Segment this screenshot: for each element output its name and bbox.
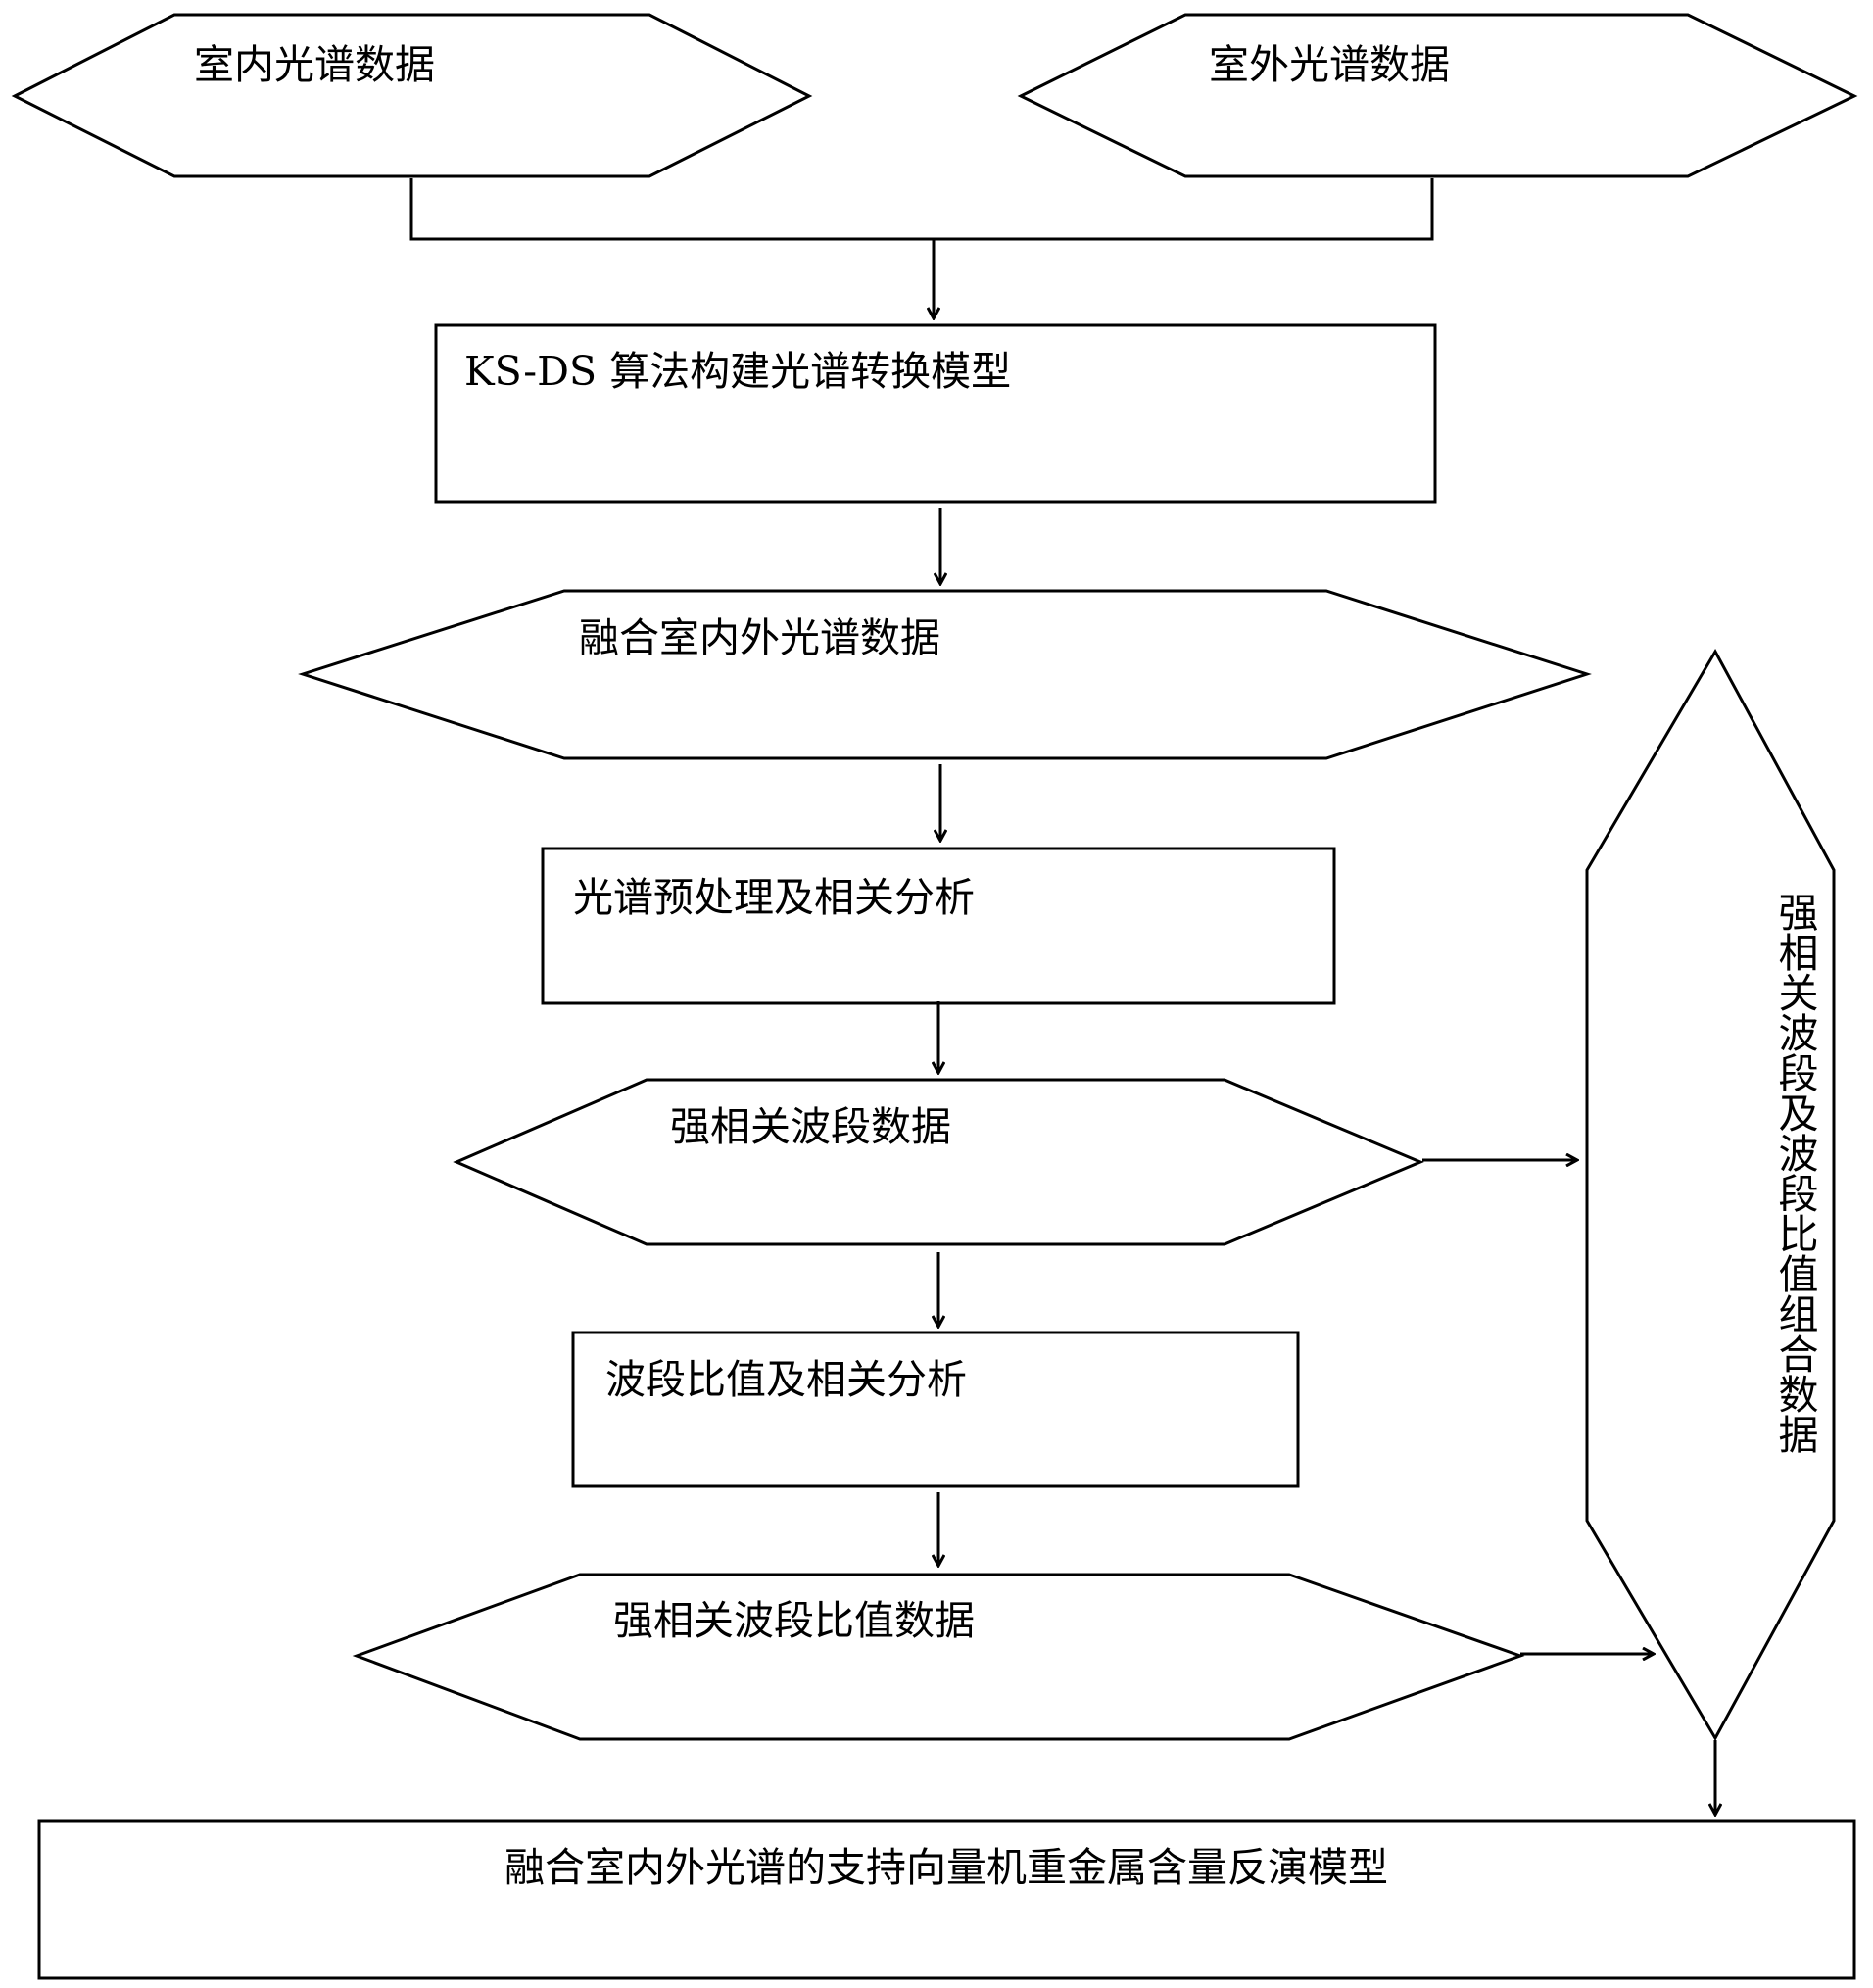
ksds-model-label: KS-DS 算法构建光谱转换模型 <box>464 348 1011 395</box>
strong-ratio-node: 强相关波段比值数据 <box>352 1573 1525 1741</box>
combined-data-node: 强相关波段及波段比值组合数据 <box>1585 648 1836 1742</box>
preprocess-label: 光谱预处理及相关分析 <box>573 874 975 921</box>
final-model-node: 融合室内外光谱的支持向量机重金属含量反演模型 <box>37 1819 1856 1980</box>
indoor-spectra-node: 室内光谱数据 <box>11 13 813 178</box>
fused-spectra-label: 融合室内外光谱数据 <box>579 614 940 661</box>
fused-spectra-node: 融合室内外光谱数据 <box>298 589 1592 760</box>
ksds-model-node: KS-DS 算法构建光谱转换模型 <box>434 323 1437 504</box>
strong-ratio-label: 强相关波段比值数据 <box>613 1597 975 1644</box>
combined-data-label: 强相关波段及波段比值组合数据 <box>1771 892 1818 1454</box>
preprocess-node: 光谱预处理及相关分析 <box>541 847 1336 1005</box>
ratio-analysis-node: 波段比值及相关分析 <box>571 1331 1300 1488</box>
ratio-analysis-label: 波段比值及相关分析 <box>605 1356 967 1403</box>
final-model-label: 融合室内外光谱的支持向量机重金属含量反演模型 <box>504 1844 1388 1891</box>
indoor-spectra-label: 室内光谱数据 <box>194 41 435 88</box>
strong-bands-label: 强相关波段数据 <box>670 1103 951 1150</box>
outdoor-spectra-node: 室外光谱数据 <box>1017 13 1858 178</box>
outdoor-spectra-label: 室外光谱数据 <box>1209 41 1450 88</box>
merge-connector <box>409 178 1434 241</box>
strong-bands-node: 强相关波段数据 <box>453 1078 1424 1246</box>
